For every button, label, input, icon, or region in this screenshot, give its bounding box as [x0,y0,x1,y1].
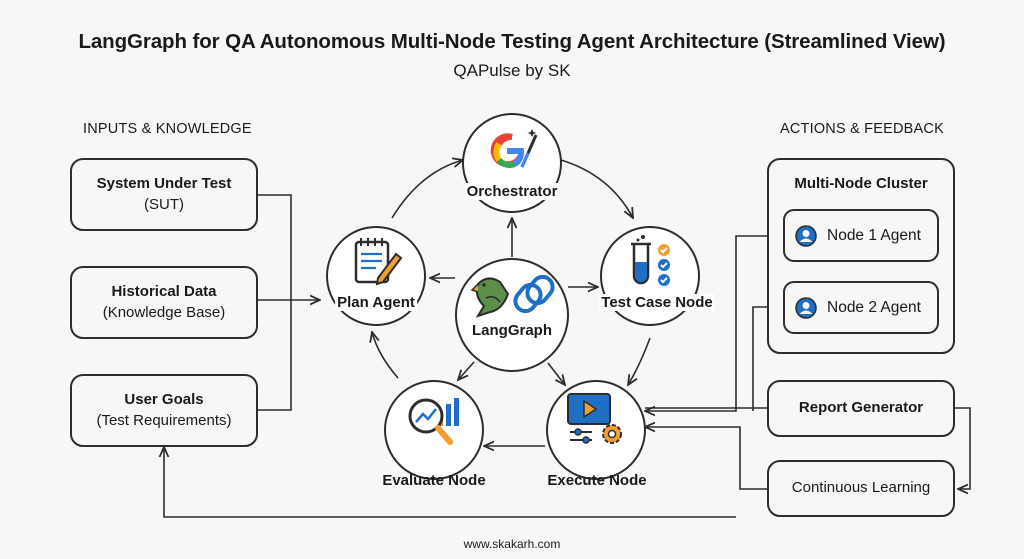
input-box-title: System Under Test [96,175,232,193]
evaluate-node-label: Evaluate Node [382,472,486,489]
execute-node-label: Execute Node [547,472,647,489]
google-wand-icon [490,129,538,169]
input-box-title: Historical Data [111,283,217,301]
diagram-subtitle: QAPulse by SK [453,61,571,80]
magnifier-chart-icon [408,398,459,445]
node-agent-label: Node 1 Agent [827,226,921,244]
node-1-agent-box: Node 1 Agent [783,209,939,262]
notepad-pencil-icon [354,238,403,286]
report-generator-box: Report Generator [767,380,955,437]
node-agent-label: Node 2 Agent [827,298,921,316]
diagram-title: LangGraph for QA Autonomous Multi-Node T… [78,30,946,53]
test-tube-checklist-icon [631,235,670,286]
user-icon [795,224,817,247]
inputs-section-label: INPUTS & KNOWLEDGE [83,121,252,137]
langgraph-hub-label: LangGraph [469,322,555,339]
user-icon [795,296,817,319]
footer-url: www.skakarh.com [463,537,561,551]
input-box-subtitle: (Knowledge Base) [102,303,226,321]
test-case-label: Test Case Node [599,294,715,311]
parrot-link-icon [470,274,555,318]
cluster-title: Multi-Node Cluster [794,175,928,192]
orchestrator-label: Orchestrator [464,183,560,200]
report-generator-label: Report Generator [798,399,924,417]
node-2-agent-box: Node 2 Agent [783,281,939,334]
langgraph-hub [455,258,569,372]
input-box-user-goals: User Goals (Test Requirements) [70,374,258,447]
play-gear-icon [567,393,622,444]
input-box-subtitle: (Test Requirements) [96,411,232,429]
input-box-title: User Goals [124,391,204,409]
input-box-subtitle: (SUT) [144,195,184,213]
plan-agent-label: Plan Agent [335,294,417,311]
continuous-learning-label: Continuous Learning [791,479,931,497]
input-box-historical-data: Historical Data (Knowledge Base) [70,266,258,339]
input-box-sut: System Under Test (SUT) [70,158,258,231]
continuous-learning-box: Continuous Learning [767,460,955,517]
actions-section-label: ACTIONS & FEEDBACK [780,121,944,137]
evaluate-node [384,380,484,480]
